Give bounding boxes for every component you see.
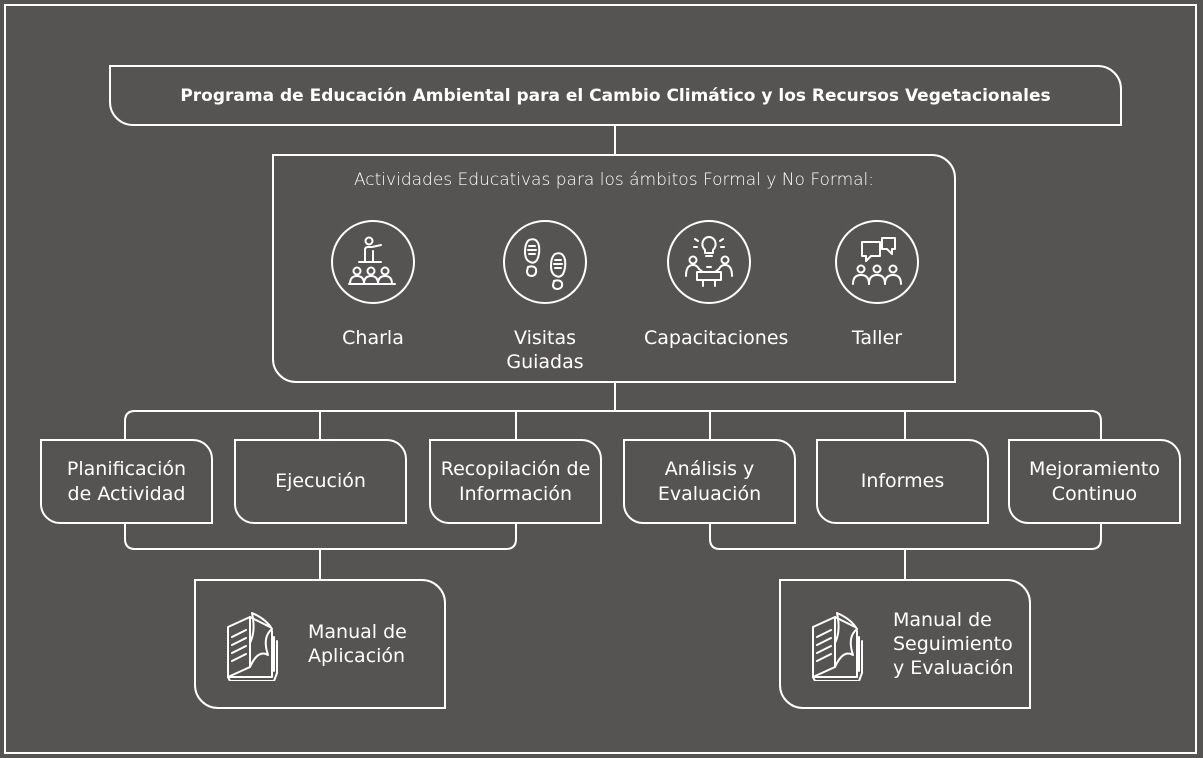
activity-charla: Charla [308,220,438,350]
activity-label: Charla [342,327,404,349]
presenter-audience-icon [331,220,415,304]
activity-capacitaciones: Capacitaciones [644,220,789,350]
bottom-bracket-left [124,523,517,550]
outer-frame [4,4,1197,754]
activities-heading: Actividades Educativas para los ámbitos … [353,170,875,190]
activity-label: Taller [851,327,903,349]
step-analisis: Análisis y Evaluación [623,439,796,524]
activity-label: Visitas Guiadas [506,327,584,373]
footprints-icon [503,220,587,304]
open-book-icon [227,612,278,681]
step-recopilacion: Recopilación de Información [429,439,602,524]
meeting-lightbulb-icon [667,220,751,304]
bottom-bracket-right [709,523,1102,550]
open-book-icon [812,612,863,681]
activity-taller: Taller [812,220,942,350]
manual-seguimiento-box: Manual de Seguimiento y Evaluación [779,579,1031,709]
speech-bubbles-group-icon [835,220,919,304]
program-title-box: Programa de Educación Ambiental para el … [109,65,1122,126]
activity-visitas-guiadas: Visitas Guiadas [480,220,610,374]
step-informes: Informes [816,439,989,524]
step-mejoramiento: Mejoramiento Continuo [1008,439,1181,524]
step-planificacion: Planificación de Actividad [40,439,213,524]
activity-label: Capacitaciones [644,327,789,349]
manual-aplicacion-box: Manual de Aplicación [194,579,446,709]
program-title: Programa de Educación Ambiental para el … [180,85,1051,106]
activities-box: Actividades Educativas para los ámbitos … [272,154,956,383]
top-bus [124,410,1102,440]
step-ejecucion: Ejecución [234,439,407,524]
manual-label: Manual de Aplicación [308,621,407,667]
manual-label: Manual de Seguimiento y Evaluación [893,609,1014,679]
